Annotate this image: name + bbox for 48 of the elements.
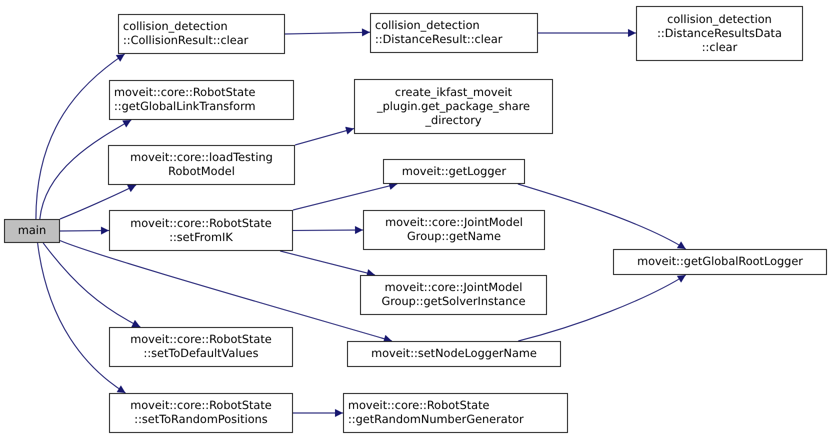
function-name: moveit::core::JointModel Group::getSolverInstance — [380, 281, 527, 309]
function-name: moveit::core::RobotState ::setToRandomPositions — [129, 399, 273, 427]
function-box — [613, 249, 827, 275]
function-box — [109, 210, 293, 251]
function-box — [370, 13, 538, 53]
function-box — [4, 219, 60, 243]
function-name: moveit::core::RobotState ::setToDefaultValues — [129, 333, 273, 361]
function-name: collision_detection ::DistanceResultsData ::clear — [656, 12, 783, 54]
arrow — [284, 28, 370, 36]
function-box — [354, 79, 553, 134]
arrow — [280, 250, 376, 277]
arrow — [518, 274, 686, 342]
function-box — [347, 341, 561, 367]
arrow — [42, 242, 141, 328]
arrow — [538, 28, 636, 37]
function-box — [118, 14, 285, 54]
function-box — [108, 145, 295, 185]
function-name: moveit::getLogger — [402, 164, 506, 178]
function-name: moveit::core::JointModel Group::getName — [384, 216, 524, 244]
function-name: collision_detection ::CollisionResult::clear — [123, 20, 250, 48]
function-name: main — [18, 224, 46, 238]
function-box — [360, 275, 547, 315]
function-box — [343, 393, 568, 433]
arrow — [517, 184, 686, 250]
function-box — [109, 393, 293, 433]
function-name: moveit::core::RobotState ::getRandomNumberGenerator — [348, 399, 525, 427]
arrow — [35, 54, 126, 220]
arrow — [292, 226, 364, 234]
arrow — [37, 242, 126, 394]
function-box — [363, 210, 545, 250]
function-name: create_ikfast_moveit _plugin.get_package_share _directory — [376, 86, 532, 128]
function-name: moveit::core::loadTesting RobotModel — [129, 151, 274, 179]
function-box — [109, 327, 293, 367]
function-name: moveit::getGlobalRootLogger — [637, 255, 803, 269]
function-name: moveit::core::RobotState ::getGlobalLinkTransform — [114, 86, 257, 114]
arrow — [292, 182, 398, 210]
function-name: moveit::setNodeLoggerName — [371, 347, 537, 361]
function-box — [109, 80, 294, 120]
function-box — [636, 6, 803, 61]
arrow — [39, 120, 132, 220]
arrow — [60, 240, 392, 343]
arrow — [60, 184, 137, 220]
arrow — [294, 126, 354, 146]
arrow — [60, 226, 110, 235]
function-box — [383, 159, 525, 184]
arrow — [292, 409, 344, 417]
function-name: collision_detection ::DistanceResult::clear — [375, 19, 504, 47]
function-name: moveit::core::RobotState ::setFromIK — [129, 216, 273, 244]
